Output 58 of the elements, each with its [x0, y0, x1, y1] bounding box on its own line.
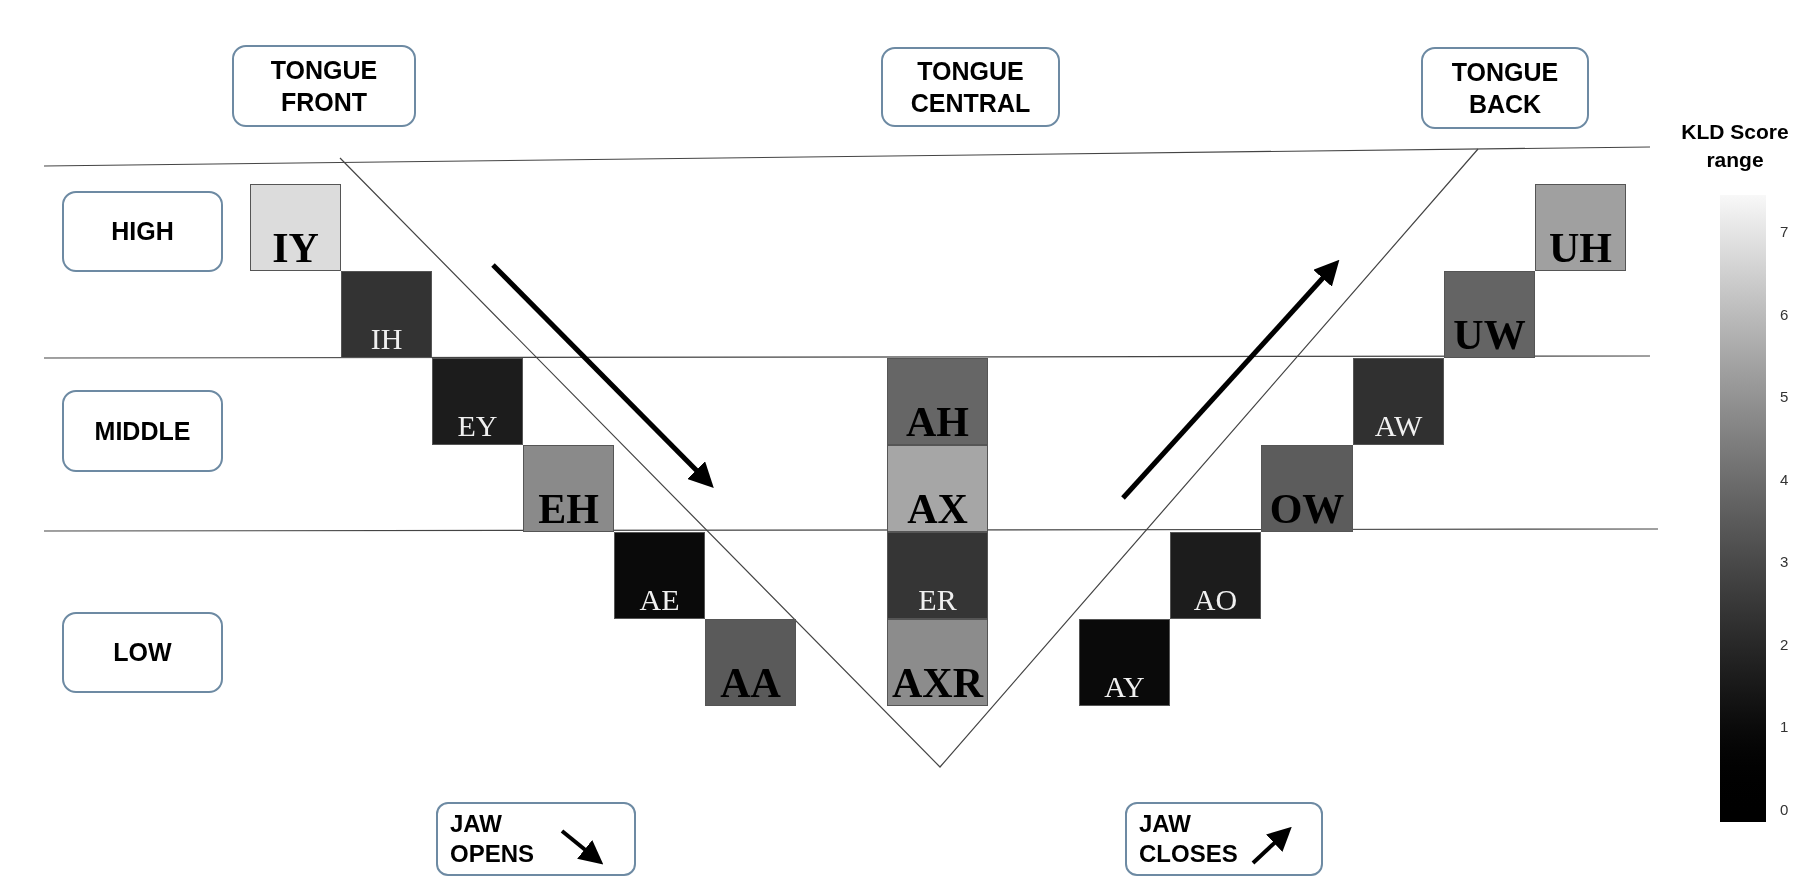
scale-tick-label: 6 — [1780, 304, 1789, 325]
phoneme-square — [1353, 358, 1444, 445]
label-box — [62, 191, 223, 272]
phoneme-label: OW — [1269, 486, 1345, 531]
label-text: TONGUE CENTRAL — [909, 55, 1032, 119]
phoneme-square — [1079, 619, 1170, 706]
label-text: TONGUE FRONT — [269, 54, 379, 118]
phoneme-square — [250, 184, 341, 271]
label-text: JAW OPENS — [450, 809, 536, 869]
phoneme-square — [705, 619, 796, 706]
phoneme-label: IY — [272, 225, 319, 270]
phoneme-label: AY — [1104, 670, 1145, 703]
label-text: JAW CLOSES — [1139, 809, 1235, 869]
scale-tick-label: 4 — [1780, 469, 1789, 490]
label-text: MIDDLE — [94, 415, 191, 447]
label-text: TONGUE BACK — [1450, 56, 1560, 120]
phoneme-label: AO — [1193, 583, 1238, 616]
phoneme-square — [1170, 532, 1261, 619]
phoneme-label: EY — [457, 409, 498, 442]
phoneme-square — [341, 271, 432, 358]
phoneme-square — [432, 358, 523, 445]
label-box — [436, 802, 636, 876]
label-box — [232, 45, 416, 127]
scale-tick-label: 5 — [1780, 387, 1789, 408]
phoneme-square — [614, 532, 705, 619]
phoneme-label: AX — [907, 486, 968, 531]
phoneme-square — [887, 532, 988, 619]
phoneme-label: EH — [538, 486, 599, 531]
scale-title: KLD Score range — [1680, 119, 1790, 174]
label-box — [62, 390, 223, 472]
label-text: LOW — [113, 637, 172, 669]
phoneme-square — [1444, 271, 1535, 358]
phoneme-square — [1535, 184, 1626, 271]
phoneme-square — [887, 445, 988, 532]
scale-tick-label: 7 — [1780, 222, 1789, 242]
phoneme-square — [523, 445, 614, 532]
phoneme-label: AE — [639, 583, 680, 616]
phoneme-square — [887, 619, 988, 706]
scale-tick-label: 2 — [1780, 634, 1789, 655]
scale-tick-label: 3 — [1780, 552, 1789, 573]
phoneme-label: AXR — [892, 660, 983, 705]
scale-tick-label: 0 — [1780, 800, 1789, 820]
phoneme-label: IH — [370, 322, 403, 355]
color-scale-bar — [1720, 195, 1766, 822]
phoneme-square — [1261, 445, 1353, 532]
scale-tick-label: 1 — [1780, 717, 1789, 738]
phoneme-label: ER — [918, 583, 957, 616]
phoneme-label: UH — [1549, 225, 1612, 270]
phoneme-label: AW — [1374, 409, 1423, 442]
label-text: HIGH — [111, 216, 174, 248]
phoneme-label: AH — [906, 399, 969, 444]
phoneme-label: AA — [720, 660, 781, 705]
phoneme-square — [887, 358, 988, 445]
label-box — [62, 612, 223, 693]
label-box — [1421, 47, 1589, 129]
label-box — [881, 47, 1060, 127]
label-box — [1125, 802, 1323, 876]
phoneme-label: UW — [1453, 312, 1526, 357]
